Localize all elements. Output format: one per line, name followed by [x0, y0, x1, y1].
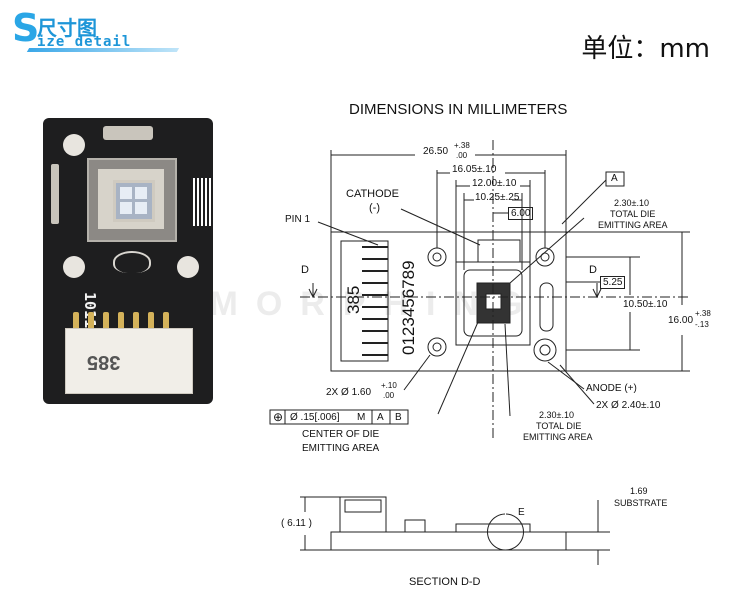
substrate-label: SUBSTRATE [614, 498, 668, 508]
center-die-l2: EMITTING AREA [302, 443, 380, 454]
die-area-top-l2: TOTAL DIE [610, 209, 656, 219]
section-mark-left: D [301, 264, 309, 276]
hole-small-tol-plus: +.10 [381, 381, 397, 390]
die-area-bot-l3: EMITTING AREA [523, 432, 593, 442]
fcf-tolerance: Ø .15[.006] [290, 412, 340, 423]
center-die-l1: CENTER OF DIE [302, 429, 380, 440]
datamatrix-code [193, 178, 213, 226]
hole-small-label: 2X Ø 1.60 [326, 387, 372, 398]
watermark: MORPHING [209, 285, 541, 323]
dim-overall-height-tol-plus: +.38 [695, 309, 711, 318]
section-mark-right: D [589, 264, 597, 276]
dim-lens-width: 10.25±.25 [475, 192, 520, 203]
dim-half-width: 6.00 [508, 207, 534, 220]
logo-title: 尺寸图 [37, 16, 97, 40]
drawing-title: DIMENSIONS IN MILLIMETERS [349, 101, 568, 118]
position-tolerance-icon: ⊕ [273, 410, 284, 424]
fcf-mmc: M [357, 412, 366, 423]
product-photo: 1011481355 385 [43, 118, 213, 404]
dim-package-width: 12.00±.10 [472, 178, 517, 189]
fcf-datum-a: A [377, 412, 384, 423]
dim-hole-vertical: 10.50±.10 [623, 299, 668, 310]
anode-label: ANODE (+) [586, 383, 637, 394]
top-pad [103, 126, 153, 140]
section-height: ( 6.11 ) [281, 518, 312, 529]
dim-overall-width: 26.50 [423, 146, 449, 157]
substrate-value: 1.69 [630, 486, 648, 496]
unit-label: 单位：mm [581, 34, 710, 64]
led-die [113, 180, 155, 222]
die-area-top-l3: EMITTING AREA [598, 220, 668, 230]
cathode-sign: (-) [369, 202, 380, 214]
dim-overall-width-tol-plus: +.38 [454, 141, 470, 150]
mount-hole [177, 256, 199, 278]
detail-mark-e: E [518, 507, 525, 518]
dim-hole-spacing: 16.05±.10 [452, 164, 497, 175]
hole-small-tol-minus: .00 [383, 391, 395, 400]
board-label: 385 [344, 285, 363, 314]
die-area-bot-dim: 2.30±.10 [539, 410, 574, 420]
logo-mark [113, 251, 151, 273]
dim-overall-height-tol-minus: -.13 [695, 320, 709, 329]
mount-hole [63, 134, 85, 156]
logo-letter: S [12, 6, 40, 50]
led-package [87, 158, 177, 242]
section-title: SECTION D-D [409, 576, 481, 588]
pin1-label: PIN 1 [285, 214, 311, 225]
side-pad [51, 164, 59, 224]
mount-hole [63, 256, 85, 278]
dim-overall-height: 16.00 [668, 315, 694, 326]
hole-large-label: 2X Ø 2.40±.10 [596, 400, 661, 411]
fcf-datum-b: B [395, 412, 402, 423]
logo-subtitle: ize detail [37, 34, 132, 50]
connector [65, 328, 193, 394]
die-area-bot-l2: TOTAL DIE [536, 421, 582, 431]
die-area-top-dim: 2.30±.10 [614, 198, 649, 208]
dim-half-height: 5.25 [600, 276, 626, 289]
datum-a: A [611, 173, 618, 184]
dim-overall-width-tol-minus: .00 [456, 151, 468, 160]
board-outline [330, 231, 567, 372]
board-serial: 0123456789 [399, 260, 418, 355]
cathode-label: CATHODE [346, 188, 399, 200]
